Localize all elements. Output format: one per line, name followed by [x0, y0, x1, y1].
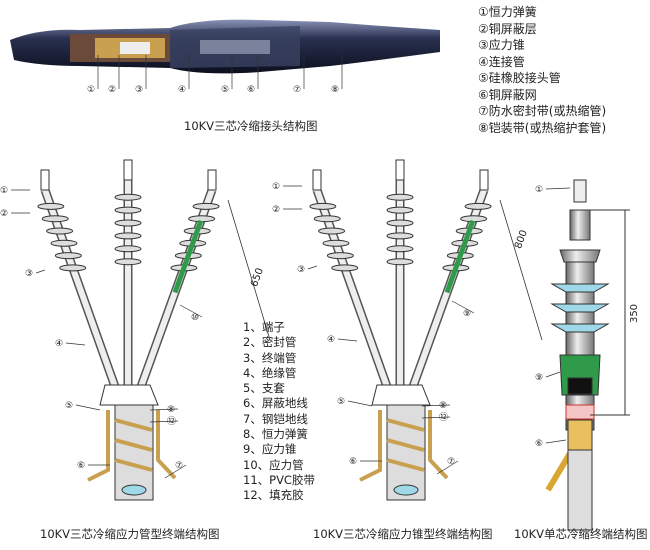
callout-number: ④ [55, 339, 63, 349]
joint-legend: ①恒力弹簧 ②铜屏蔽层 ③应力锥 ④连接管 ⑤硅橡胶接头管 ⑥铜屏蔽网 ⑦防水密… [478, 4, 606, 136]
part-item: 3、终端管 [243, 350, 297, 365]
single-terminal-caption: 10KV单芯冷缩终端结构图 [514, 527, 648, 541]
part-item: 11、PVC胶带 [243, 472, 315, 487]
part-item: 12、填充胶 [243, 488, 304, 503]
cone-terminal-drawing [309, 159, 492, 501]
callout-number: ⑥ [535, 439, 543, 449]
part-item: 8、恒力弹簧 [243, 427, 308, 442]
callout-number: ④ [327, 335, 335, 345]
callout-number: ⑦ [175, 461, 183, 471]
legend-item: ⑦防水密封带(或热缩管) [478, 104, 607, 118]
callout-number: ④ [178, 85, 186, 95]
tube-terminal-drawing [37, 159, 220, 501]
dimension-label: 350 [629, 303, 641, 324]
callout-number: ⑦ [293, 85, 301, 95]
legend-item: ②铜屏蔽层 [478, 21, 537, 36]
callout-number: ⑫ [167, 416, 176, 427]
part-item: 7、钢铠地线 [243, 411, 308, 426]
part-item: 10、应力管 [243, 457, 304, 472]
callout-number: ② [0, 209, 8, 219]
callout-number: ⑧ [439, 401, 447, 411]
legend-item: ④连接管 [478, 54, 525, 69]
callout-number: ⑤ [337, 397, 345, 407]
callout-number: ⑫ [439, 412, 448, 423]
callout-number: ⑨ [463, 309, 471, 319]
part-item: 6、屏蔽地线 [243, 396, 308, 411]
callout-number: ⑧ [167, 405, 175, 415]
legend-item: ③应力锥 [478, 38, 525, 52]
callout-number: ⑦ [447, 457, 455, 467]
tube-terminal-caption: 10KV三芯冷缩应力管型终端结构图 [40, 527, 220, 541]
part-item: 9、应力锥 [243, 442, 297, 457]
callout-number: ③ [297, 265, 305, 275]
callout-number: ② [272, 205, 280, 215]
part-item: 5、支套 [243, 381, 285, 396]
callout-number: ⑩ [191, 313, 199, 323]
callout-number: ③ [25, 269, 33, 279]
legend-item: ⑤硅橡胶接头管 [478, 71, 561, 85]
single-terminal-drawing [545, 179, 630, 531]
joint-caption: 10KV三芯冷缩接头结构图 [184, 119, 318, 133]
callout-number: ⑥ [77, 461, 85, 471]
callout-number: ⑤ [221, 85, 229, 95]
part-item: 4、绝缘管 [243, 365, 297, 380]
callout-number: ① [272, 182, 280, 192]
joint-cable-drawing [10, 19, 440, 74]
parts-list: 1、端子 2、密封管 3、终端管 4、绝缘管 5、支套 6、屏蔽地线 7、钢铠地… [243, 320, 315, 504]
callout-number: ⑥ [349, 457, 357, 467]
legend-item: ①恒力弹簧 [478, 5, 537, 19]
part-item: 2、密封管 [243, 335, 297, 350]
callout-number: ⑧ [331, 85, 339, 95]
legend-item: ⑧铠装带(或热缩护套管) [478, 120, 607, 135]
callout-number: ① [0, 186, 8, 196]
callout-number: ② [108, 85, 116, 95]
callout-number: ① [535, 185, 543, 195]
cone-terminal-caption: 10KV三芯冷缩应力锥型终端结构图 [313, 527, 493, 541]
legend-item: ⑥铜屏蔽网 [478, 87, 537, 102]
callout-number: ③ [135, 85, 143, 95]
callout-number: ⑤ [65, 401, 73, 411]
part-item: 1、端子 [243, 320, 285, 334]
callout-number: ① [87, 85, 95, 95]
callout-number: ⑨ [535, 373, 543, 383]
callout-number: ⑥ [247, 85, 255, 95]
